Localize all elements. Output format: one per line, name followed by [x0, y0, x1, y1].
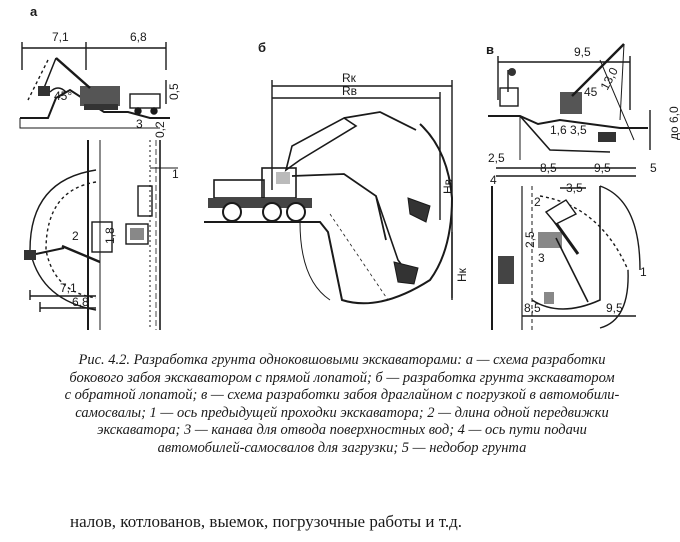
panel-b-labels: Rк Rв Нв Нк [342, 71, 469, 282]
dim-c-9-5-top: 9,5 [574, 45, 591, 59]
panel-c-plan [491, 185, 641, 330]
dim-c-plan-9-5: 9,5 [606, 301, 623, 315]
dim-c-depth: до 6,0 [667, 106, 680, 140]
dim-c-1-6: 1,6 [550, 123, 567, 137]
dim-c-plan-3-5: 3,5 [566, 181, 583, 195]
label-c-4: 4 [490, 173, 497, 187]
caption-line: экскаватора; 3 — канава для отвода повер… [97, 422, 587, 439]
label-c-2: 2 [534, 195, 541, 209]
panel-letter-a: а [30, 4, 38, 19]
label-hk: Нк [455, 267, 469, 282]
dim-a-7-1: 7,1 [52, 30, 69, 44]
dim-c-angle: 45 [584, 85, 598, 99]
dim-a-plan-7-1: 7,1 [60, 281, 77, 295]
dim-c-plan-2-5: 2,5 [523, 231, 537, 248]
panel-letter-c: в [486, 42, 494, 57]
label-c-1: 1 [640, 265, 647, 279]
panel-c-elevation [488, 43, 651, 177]
dim-c-9-5-mid: 9,5 [594, 161, 611, 175]
panel-letter-b: б [258, 40, 267, 55]
dim-a-angle: 45° [54, 89, 72, 103]
caption-line: с обратной лопатой; в — схема разработки… [64, 387, 620, 404]
panel-a-elevation [19, 42, 170, 129]
dim-a-6-8: 6,8 [130, 30, 147, 44]
dim-c-13-0: 13,0 [598, 65, 621, 92]
label-hv: Нв [441, 179, 455, 194]
dim-c-3-5: 3,5 [570, 123, 587, 137]
figure-illustration: 7,1 6,8 0,5 45° 3 0,2 1 2 1,8 7,1 6,8 Rк… [19, 4, 680, 330]
dim-a-1-8: 1,8 [103, 227, 117, 244]
label-c-5: 5 [650, 161, 657, 175]
panel-b-backhoe [204, 80, 454, 305]
dim-a-0-5: 0,5 [167, 83, 181, 100]
caption-line: бокового забоя экскаватором с прямой лоп… [69, 369, 615, 386]
dim-a-plan-6-8: 6,8 [72, 295, 89, 309]
label-rk: Rк [342, 71, 357, 85]
panel-a-labels: 7,1 6,8 0,5 45° 3 0,2 1 2 1,8 7,1 6,8 [52, 30, 181, 309]
label-a-2: 2 [72, 229, 79, 243]
figure-caption: Рис. 4.2. Разработка грунта одноковшовым… [22, 352, 662, 458]
dim-c-plan-8-5: 8,5 [524, 301, 541, 315]
panel-a-plan [24, 140, 178, 330]
panel-c-labels: 9,5 13,0 45 1,6 3,5 до 6,0 2,5 8,5 9,5 5… [488, 45, 680, 315]
body-text-line: налов, котлованов, выемок, погрузочные р… [70, 512, 463, 531]
dim-a-0-2: 0,2 [153, 121, 167, 138]
label-rv: Rв [342, 84, 357, 98]
caption-line: Рис. 4.2. Разработка грунта одноковшовым… [78, 352, 606, 368]
caption-line: самосвалы; 1 — ось предыдущей проходки э… [75, 404, 609, 421]
excavation-schemes-drawing: 7,1 6,8 0,5 45° 3 0,2 1 2 1,8 7,1 6,8 Rк… [19, 30, 680, 330]
caption-line: автомобилей-самосвалов для загрузки; 5 —… [157, 439, 527, 456]
dim-c-8-5: 8,5 [540, 161, 557, 175]
label-a-3: 3 [136, 117, 143, 131]
label-c-3: 3 [538, 251, 545, 265]
dim-c-2-5: 2,5 [488, 151, 505, 165]
label-a-1: 1 [172, 167, 179, 181]
